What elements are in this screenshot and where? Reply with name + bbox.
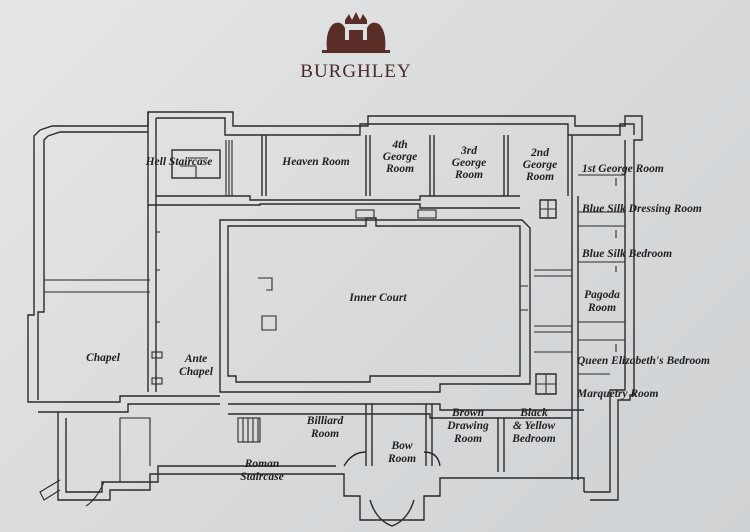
- south-wing: [39, 403, 585, 527]
- label-3rd-george-room: 3rd George Room: [452, 145, 487, 181]
- svg-text:George: George: [452, 157, 487, 169]
- label-black-yellow-bedroom: Black & Yellow Bedroom: [511, 407, 556, 445]
- svg-text:Billiard: Billiard: [306, 415, 344, 427]
- svg-text:Room: Room: [385, 163, 414, 175]
- svg-text:George: George: [523, 159, 558, 171]
- label-billiard-room: Billiard Room: [306, 415, 344, 440]
- svg-text:Room: Room: [454, 169, 483, 181]
- label-heaven-room: Heaven Room: [281, 156, 349, 168]
- lion-crest-icon: [322, 12, 390, 53]
- north-wing: [39, 111, 643, 219]
- svg-text:Roman: Roman: [244, 458, 280, 470]
- inner-court: [219, 217, 531, 393]
- label-ante-chapel: Ante Chapel: [179, 353, 214, 378]
- label-blue-silk-dressing-room: Blue Silk Dressing Room: [581, 203, 702, 215]
- svg-text:Brown: Brown: [451, 407, 484, 419]
- east-wing: [534, 130, 643, 501]
- brand-title: BURGHLEY: [300, 61, 411, 82]
- label-4th-george-room: 4th George Room: [383, 139, 418, 175]
- svg-text:4th: 4th: [391, 139, 407, 151]
- svg-text:Drawing: Drawing: [446, 420, 489, 432]
- label-blue-silk-bedroom: Blue Silk Bedroom: [581, 248, 672, 260]
- svg-text:Room: Room: [587, 302, 616, 314]
- label-brown-drawing-room: Brown Drawing Room: [446, 407, 489, 445]
- svg-text:Room: Room: [387, 453, 416, 465]
- svg-text:Chapel: Chapel: [179, 366, 214, 378]
- svg-text:Bow: Bow: [390, 440, 412, 452]
- label-inner-court: Inner Court: [348, 292, 407, 304]
- svg-text:Room: Room: [310, 428, 339, 440]
- svg-text:2nd: 2nd: [530, 147, 549, 159]
- svg-text:3rd: 3rd: [460, 145, 477, 157]
- label-pagoda-room: Pagoda Room: [584, 289, 620, 314]
- label-chapel: Chapel: [86, 352, 121, 364]
- svg-text:Staircase: Staircase: [240, 471, 283, 483]
- svg-text:Bedroom: Bedroom: [511, 433, 556, 445]
- svg-text:George: George: [383, 151, 418, 163]
- label-marquetry-room: Marquetry Room: [576, 388, 659, 400]
- label-2nd-george-room: 2nd George Room: [523, 147, 558, 183]
- svg-text:Room: Room: [453, 433, 482, 445]
- svg-text:Black: Black: [519, 407, 548, 419]
- label-queen-elizabeths-bedroom: Queen Elizabeth's Bedroom: [577, 355, 710, 367]
- svg-text:Pagoda: Pagoda: [584, 289, 620, 301]
- svg-text:& Yellow: & Yellow: [513, 420, 556, 432]
- west-wing: [27, 129, 220, 413]
- label-bow-room: Bow Room: [387, 440, 416, 465]
- svg-text:Ante: Ante: [184, 353, 207, 365]
- svg-text:Room: Room: [525, 171, 554, 183]
- label-roman-staircase: Roman Staircase: [240, 458, 283, 483]
- label-1st-george-room: 1st George Room: [582, 163, 664, 175]
- label-hell-staircase: Hell Staircase: [145, 156, 213, 168]
